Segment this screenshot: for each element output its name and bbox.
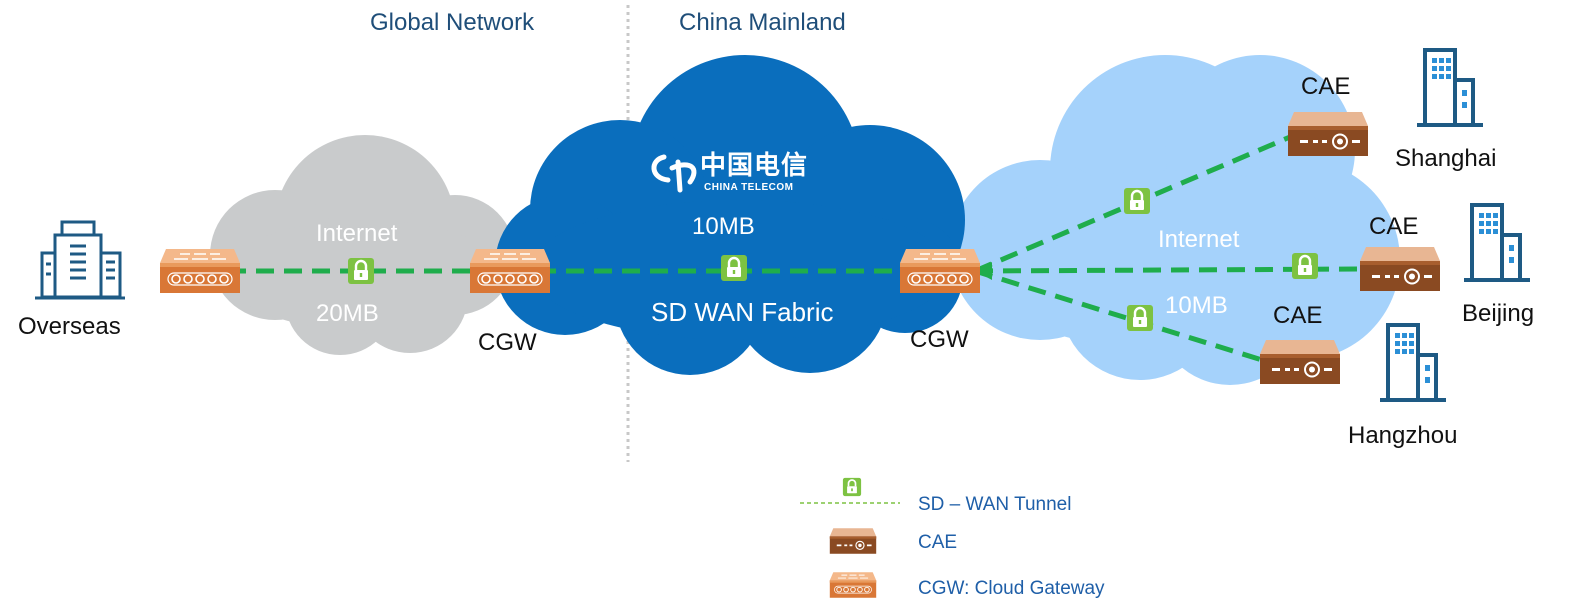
shanghai-label: Shanghai xyxy=(1395,145,1497,172)
cae-shanghai-label: CAE xyxy=(1301,73,1351,100)
cae-hangzhou-icon xyxy=(1259,339,1341,385)
telecom-logo-cn: 中国电信 xyxy=(700,150,809,180)
beijing-label: Beijing xyxy=(1462,300,1535,327)
lock-icon xyxy=(1122,186,1152,216)
region-global-label: Global Network xyxy=(370,9,535,36)
center-cloud-name: SD WAN Fabric xyxy=(651,297,834,327)
cgw-right-label: CGW xyxy=(910,326,969,353)
legend-cae-label: CAE xyxy=(918,532,958,553)
cae-beijing-label: CAE xyxy=(1369,213,1419,240)
center-cloud-bandwidth: 10MB xyxy=(692,213,755,240)
cgw-left-icon xyxy=(469,248,551,294)
right-cloud-name: Internet xyxy=(1158,226,1240,253)
left-cloud-name: Internet xyxy=(316,220,398,247)
lock-icon xyxy=(346,256,376,286)
right-internet-cloud xyxy=(950,55,1400,385)
china-telecom-logo-icon xyxy=(651,154,697,193)
overseas-building-icon xyxy=(35,220,125,300)
cae-shanghai-icon xyxy=(1287,111,1369,157)
beijing-building-icon xyxy=(1462,203,1532,282)
lock-icon xyxy=(1125,303,1155,333)
overseas-gateway-icon xyxy=(159,248,241,294)
legend-cgw-label: CGW: Cloud Gateway xyxy=(918,578,1105,599)
cae-beijing-icon xyxy=(1359,246,1441,292)
legend-cgw-icon xyxy=(829,571,877,599)
telecom-logo-en: CHINA TELECOM xyxy=(704,182,794,193)
tunnel-arrow-head xyxy=(975,262,992,280)
right-cloud-bandwidth: 10MB xyxy=(1165,292,1228,319)
legend-tunnel-label: SD – WAN Tunnel xyxy=(918,494,1072,515)
shanghai-building-icon xyxy=(1415,48,1485,127)
cgw-left-label: CGW xyxy=(478,329,537,356)
overseas-label: Overseas xyxy=(18,313,121,340)
left-cloud-bandwidth: 20MB xyxy=(316,300,379,327)
region-china-label: China Mainland xyxy=(679,9,846,36)
cae-hangzhou-label: CAE xyxy=(1273,302,1323,329)
legend-lock-icon xyxy=(842,477,862,497)
cgw-right-icon xyxy=(899,248,981,294)
hangzhou-label: Hangzhou xyxy=(1348,422,1458,449)
lock-icon xyxy=(719,253,749,283)
lock-icon xyxy=(1290,251,1320,281)
legend-cae-icon xyxy=(829,527,877,555)
hangzhou-building-icon xyxy=(1378,323,1448,402)
tunnel-to-hangzhou xyxy=(974,268,1263,363)
sd-wan-fabric-cloud xyxy=(495,55,965,375)
